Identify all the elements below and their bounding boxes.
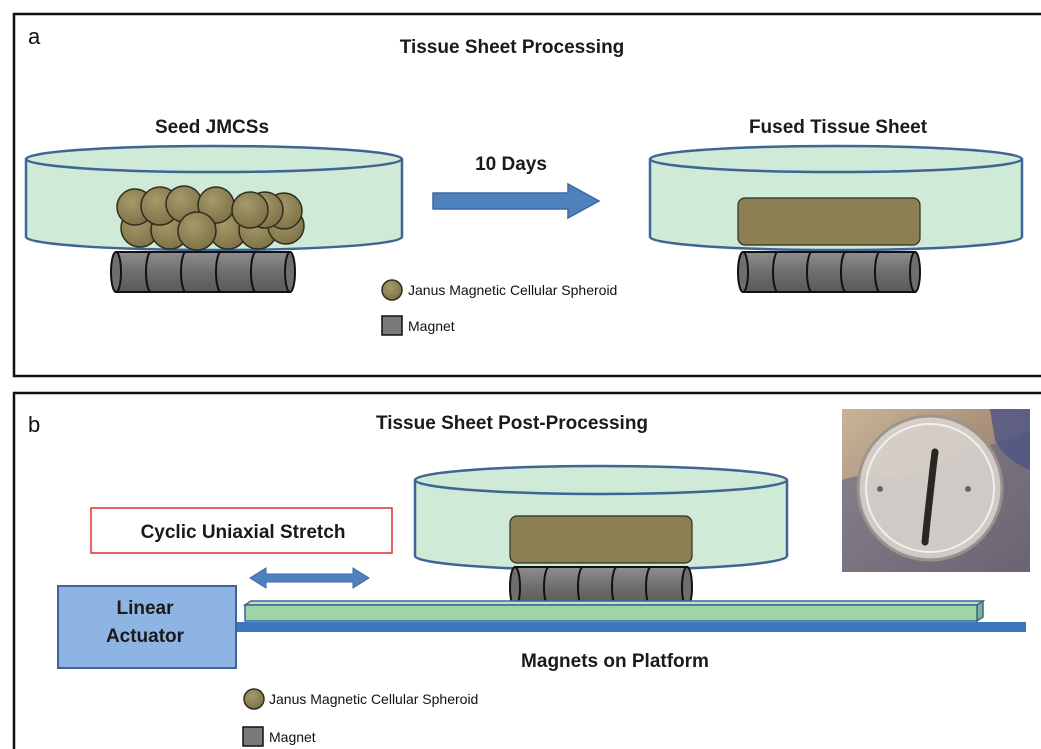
- linear-actuator: Linear Actuator: [57, 585, 237, 669]
- right-dish-group: Fused Tissue Sheet: [648, 117, 1024, 293]
- magnets-on-platform-label: Magnets on Platform: [521, 651, 709, 672]
- panel-a-frame: [12, 12, 1041, 378]
- fused-tissue-sheet-label: Fused Tissue Sheet: [749, 117, 928, 138]
- stretch-label-box: Cyclic Uniaxial Stretch: [90, 507, 393, 554]
- panel-b-title: Tissue Sheet Post-Processing: [376, 413, 648, 434]
- base-rail: [234, 622, 1026, 632]
- tissue-sheet: [509, 515, 693, 564]
- platform-dish-group: [413, 464, 789, 572]
- ten-days-label: 10 Days: [475, 154, 547, 175]
- panel-a-letter: a: [28, 24, 41, 49]
- cyclic-uniaxial-stretch-label: Cyclic Uniaxial Stretch: [141, 522, 346, 543]
- platform: [242, 599, 986, 623]
- seed-jmcss-label: Seed JMCSs: [155, 117, 269, 138]
- platform-dish-rim: [413, 464, 789, 496]
- double-headed-arrow: [249, 567, 370, 589]
- left-dish-rim: [24, 144, 404, 174]
- fused-tissue-sheet: [737, 197, 921, 246]
- magnet-legend-icon: [242, 726, 264, 747]
- actuator-label-line2: Actuator: [106, 626, 185, 647]
- panel-b-legend: Janus Magnetic Cellular Spheroid Magnet: [242, 688, 478, 747]
- right-dish-rim: [648, 144, 1024, 174]
- panel-b: b Tissue Sheet Post-Processing Cyclic Un…: [12, 391, 1041, 749]
- magnet-legend-label: Magnet: [408, 318, 455, 334]
- panel-a-legend: Janus Magnetic Cellular Spheroid Magnet: [381, 279, 617, 336]
- right-magnet: [737, 251, 921, 293]
- spheroid-legend-label: Janus Magnetic Cellular Spheroid: [408, 282, 617, 298]
- spheroid-legend-icon: [381, 279, 403, 301]
- panel-a-title: Tissue Sheet Processing: [400, 37, 625, 58]
- magnet-legend-label: Magnet: [269, 729, 316, 745]
- spheroid: [177, 211, 217, 251]
- petri-dish-photo: [842, 409, 1030, 572]
- ten-days-arrow: 10 Days: [432, 154, 601, 220]
- spheroid-cluster: [116, 185, 305, 251]
- left-dish-group: Seed JMCSs: [24, 117, 404, 293]
- spheroid: [231, 191, 269, 229]
- panel-b-letter: b: [28, 412, 40, 437]
- left-magnet: [110, 251, 296, 293]
- panel-a: a Tissue Sheet Processing Seed JMCSs: [12, 12, 1041, 378]
- spheroid-legend-icon: [243, 688, 265, 710]
- magnet-legend-icon: [381, 315, 403, 336]
- actuator-label-line1: Linear: [116, 598, 174, 619]
- panel-b-frame: [12, 391, 1041, 749]
- spheroid-legend-label: Janus Magnetic Cellular Spheroid: [269, 691, 478, 707]
